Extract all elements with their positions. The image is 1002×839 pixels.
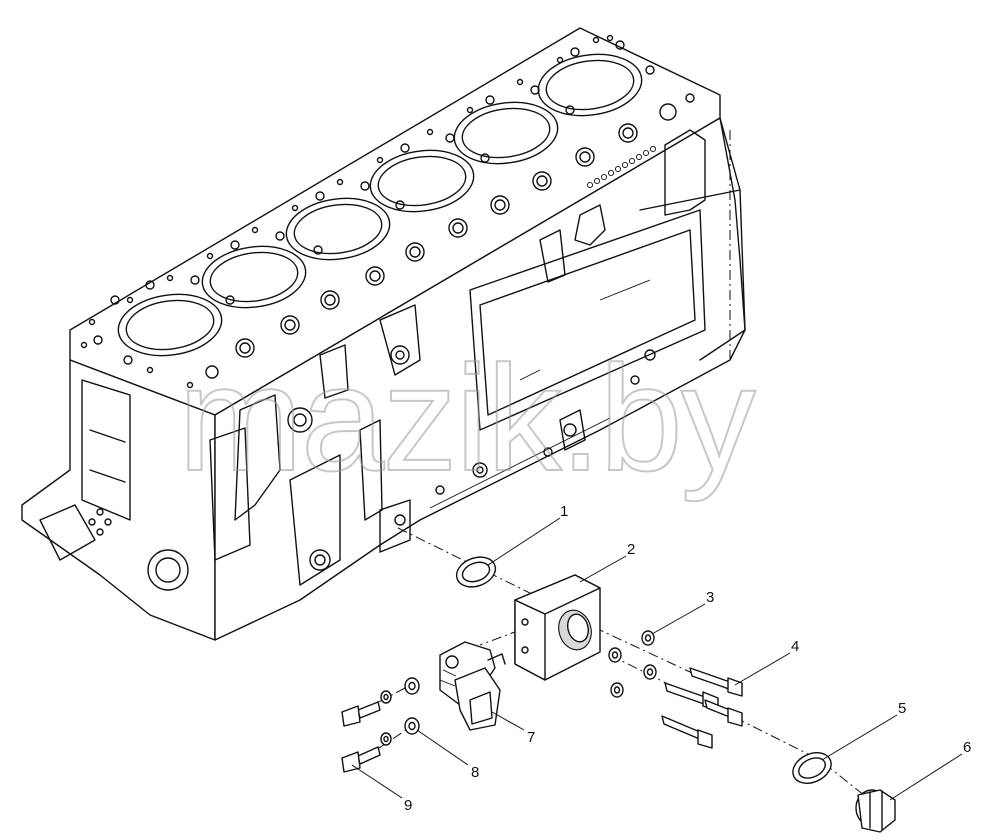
part-6-plug	[855, 789, 896, 833]
callout-2: 2	[627, 541, 635, 558]
part-9-screws	[341, 701, 381, 773]
part-4-bolts	[661, 667, 743, 749]
callout-6: 6	[963, 739, 971, 756]
watermark: mazik.by	[178, 334, 756, 502]
cylinder-bores	[117, 53, 643, 357]
callout-1: 1	[560, 503, 568, 520]
part-7-sensor	[439, 641, 506, 731]
part-3-washers	[608, 630, 657, 698]
assembly-axes	[357, 527, 871, 801]
part-1-o-ring	[455, 556, 497, 588]
callout-5: 5	[898, 700, 906, 717]
callout-leaders	[351, 517, 963, 801]
callout-labels: 1 2 3 4 5 6 7 8 9	[404, 503, 971, 814]
engine-block	[21, 27, 746, 641]
part-5-o-ring	[792, 752, 832, 784]
part-2-adapter-block	[514, 574, 601, 681]
part-8-washers	[380, 677, 420, 746]
hidden-edges	[21, 130, 731, 520]
gallery-holes	[586, 145, 657, 189]
callout-4: 4	[791, 638, 799, 655]
callout-7: 7	[527, 729, 535, 746]
block-ribs	[39, 117, 746, 591]
callout-8: 8	[471, 764, 479, 781]
callout-3: 3	[706, 589, 714, 606]
deck-holes	[80, 34, 695, 389]
callout-9: 9	[404, 797, 412, 814]
